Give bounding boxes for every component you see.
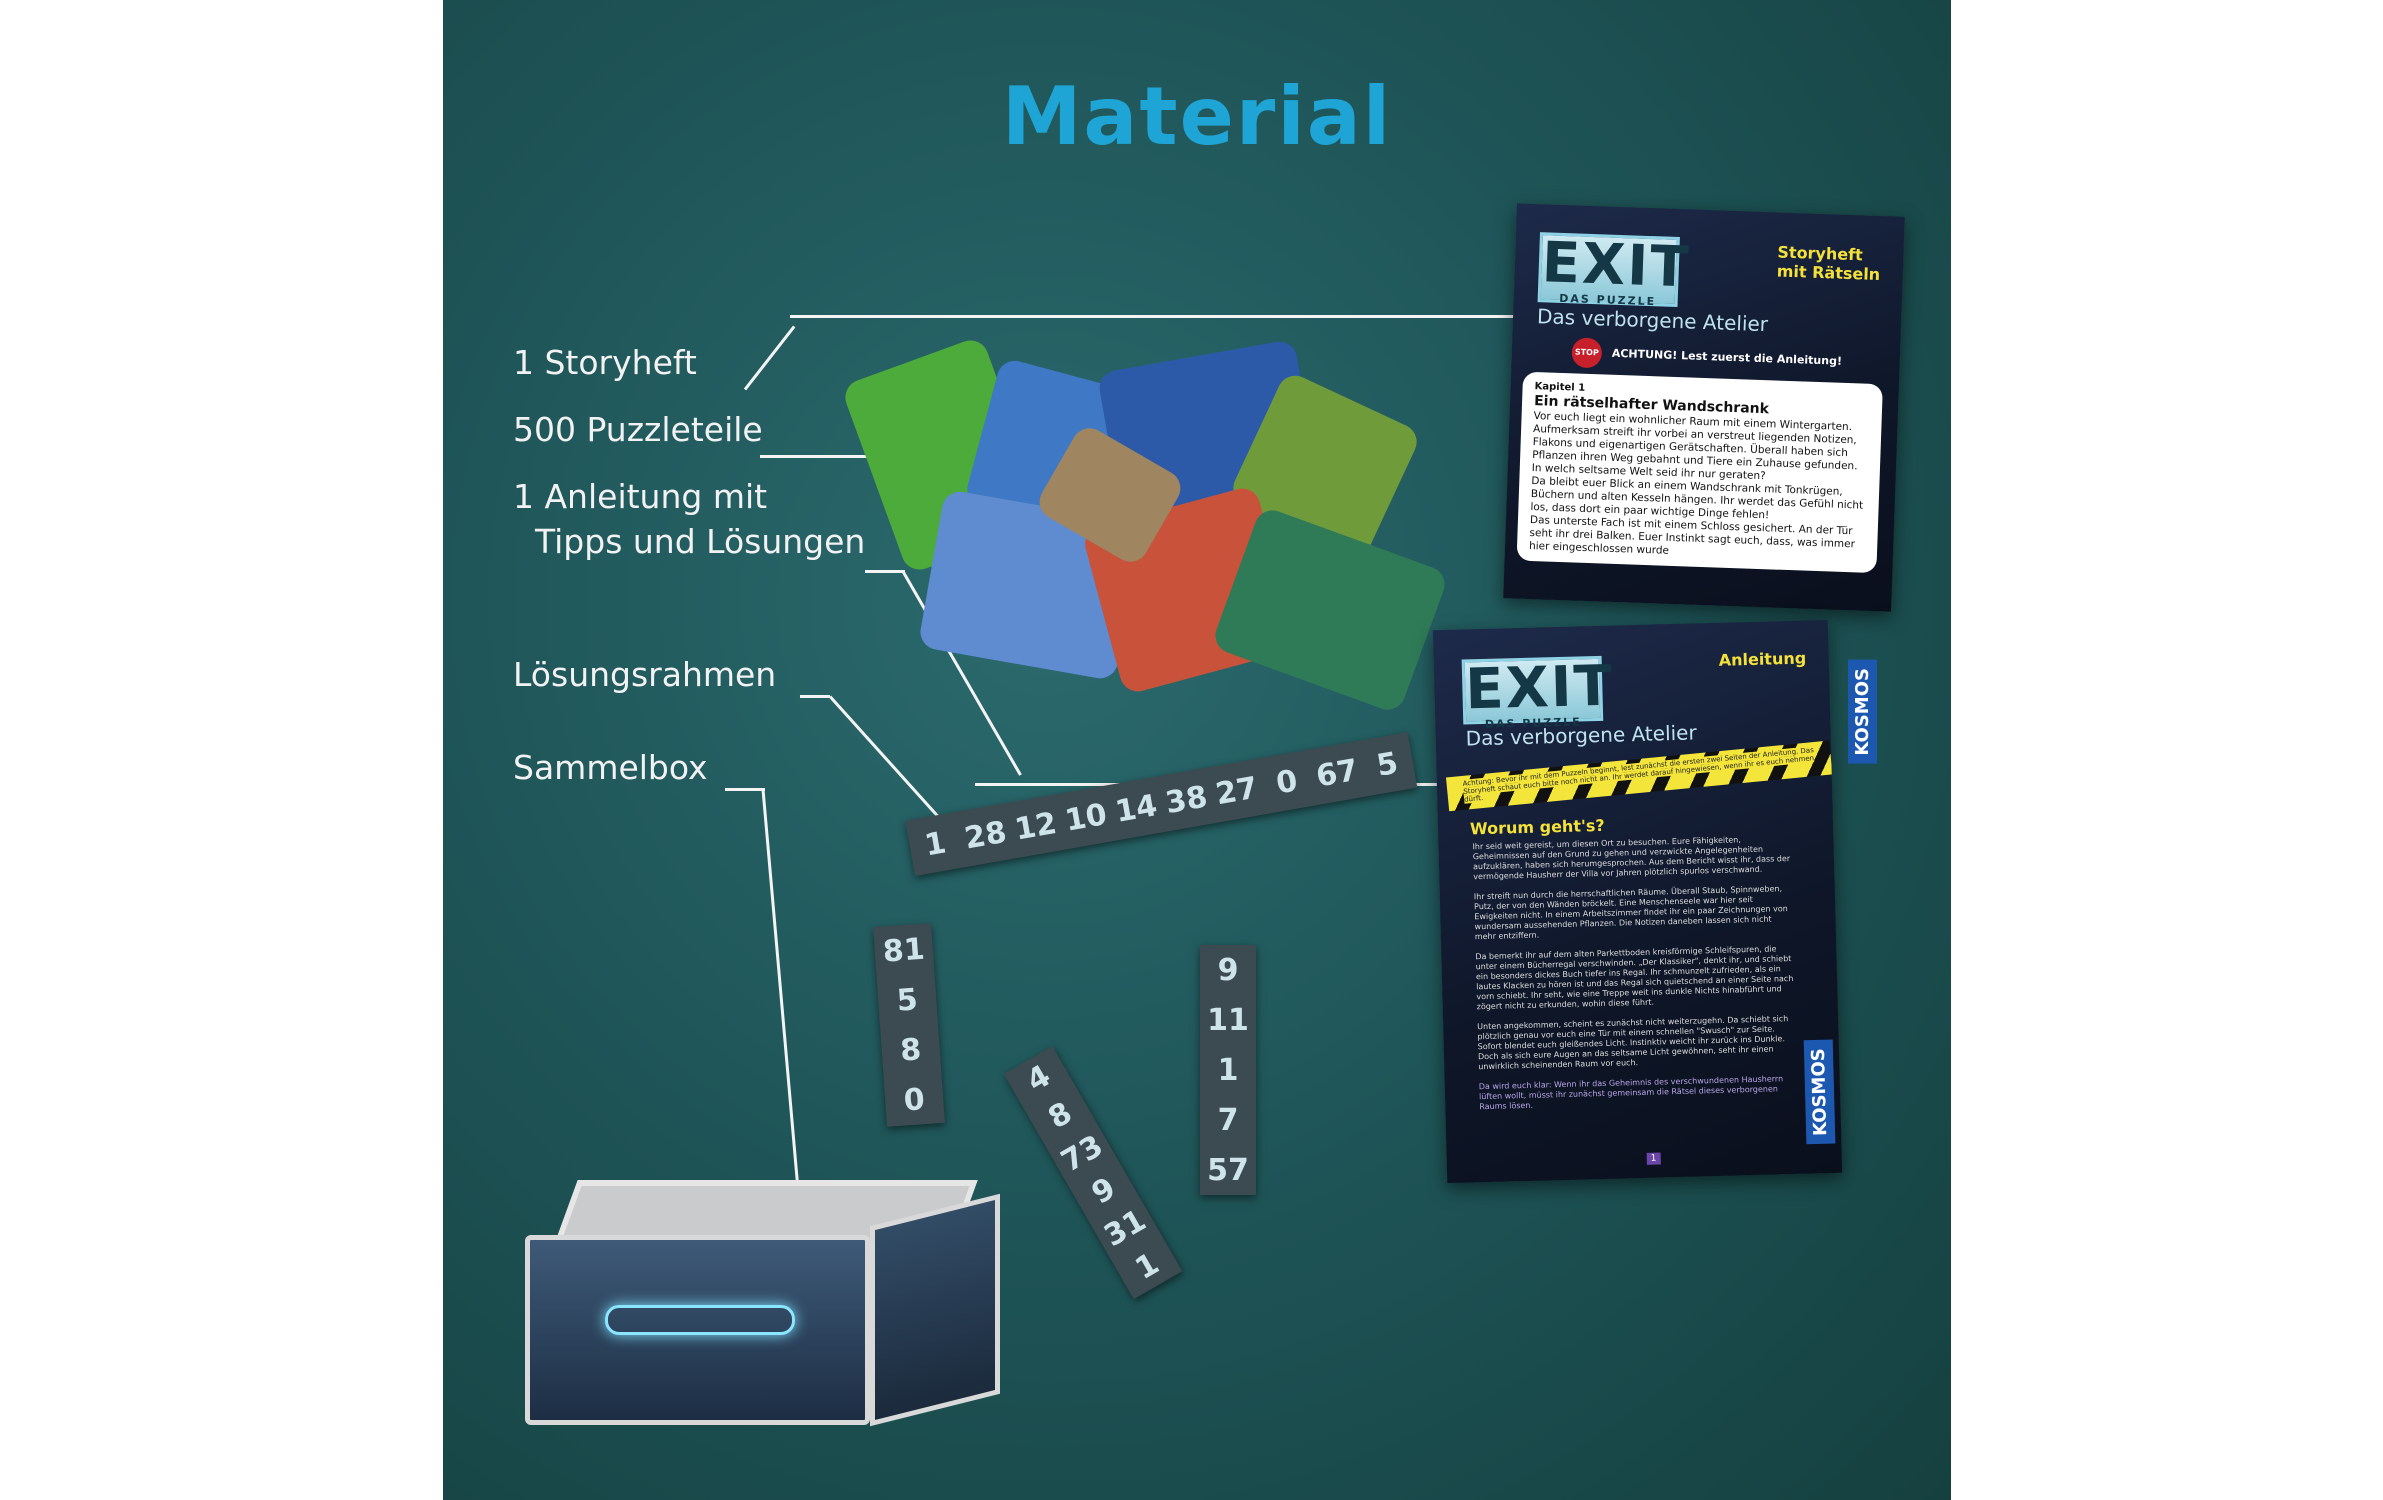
page-title: Material bbox=[1001, 70, 1393, 163]
leader-line bbox=[725, 788, 765, 791]
label-rahmen: Lösungsrahmen bbox=[513, 655, 777, 694]
storyheft-tag: Storyheft mit Rätseln bbox=[1776, 242, 1881, 285]
leader-line bbox=[790, 315, 1515, 318]
exit-logo: EXIT DAS PUZZLE bbox=[1461, 654, 1615, 731]
kosmos-logo: KOSMOS bbox=[1848, 660, 1877, 764]
anleitung-subtitle: Das verborgene Atelier bbox=[1465, 720, 1697, 751]
label-anleitung-2: Tipps und Lösungen bbox=[535, 522, 866, 561]
anleitung-heading: Worum geht's? bbox=[1469, 815, 1605, 839]
leader-line bbox=[800, 695, 830, 698]
anleitung-card: EXIT DAS PUZZLE Das verborgene Atelier A… bbox=[1432, 619, 1843, 1184]
storyheft-subtitle: Das verborgene Atelier bbox=[1536, 304, 1769, 337]
story-text-box: Kapitel 1 Ein rätselhafter Wandschrank V… bbox=[1516, 371, 1883, 574]
storyheft-card: EXIT DAS PUZZLE Das verborgene Atelier S… bbox=[1503, 203, 1905, 612]
collection-box-image bbox=[525, 1180, 1005, 1430]
label-anleitung-1: 1 Anleitung mit bbox=[513, 477, 768, 516]
page-number: 1 bbox=[1646, 1152, 1661, 1165]
warning-tape: Achtung: Bevor ihr mit dem Puzzeln begin… bbox=[1445, 740, 1833, 812]
label-puzzle: 500 Puzzleteile bbox=[513, 410, 763, 449]
kosmos-logo: KOSMOS bbox=[1803, 1039, 1836, 1145]
puzzle-pieces-image bbox=[840, 335, 1450, 720]
label-box: Sammelbox bbox=[513, 748, 708, 787]
label-storyheft: 1 Storyheft bbox=[513, 343, 697, 382]
leader-line bbox=[760, 455, 935, 458]
storyheft-warning: ACHTUNG! Lest zuerst die Anleitung! bbox=[1611, 346, 1843, 368]
stop-sign-icon: STOP bbox=[1571, 337, 1603, 369]
leader-line bbox=[865, 570, 905, 573]
anleitung-tag: Anleitung bbox=[1718, 648, 1807, 670]
anleitung-text: Ihr seid weit gereist, um diesen Ort zu … bbox=[1472, 835, 1794, 1112]
exit-logo: EXIT DAS PUZZLE bbox=[1537, 230, 1691, 308]
